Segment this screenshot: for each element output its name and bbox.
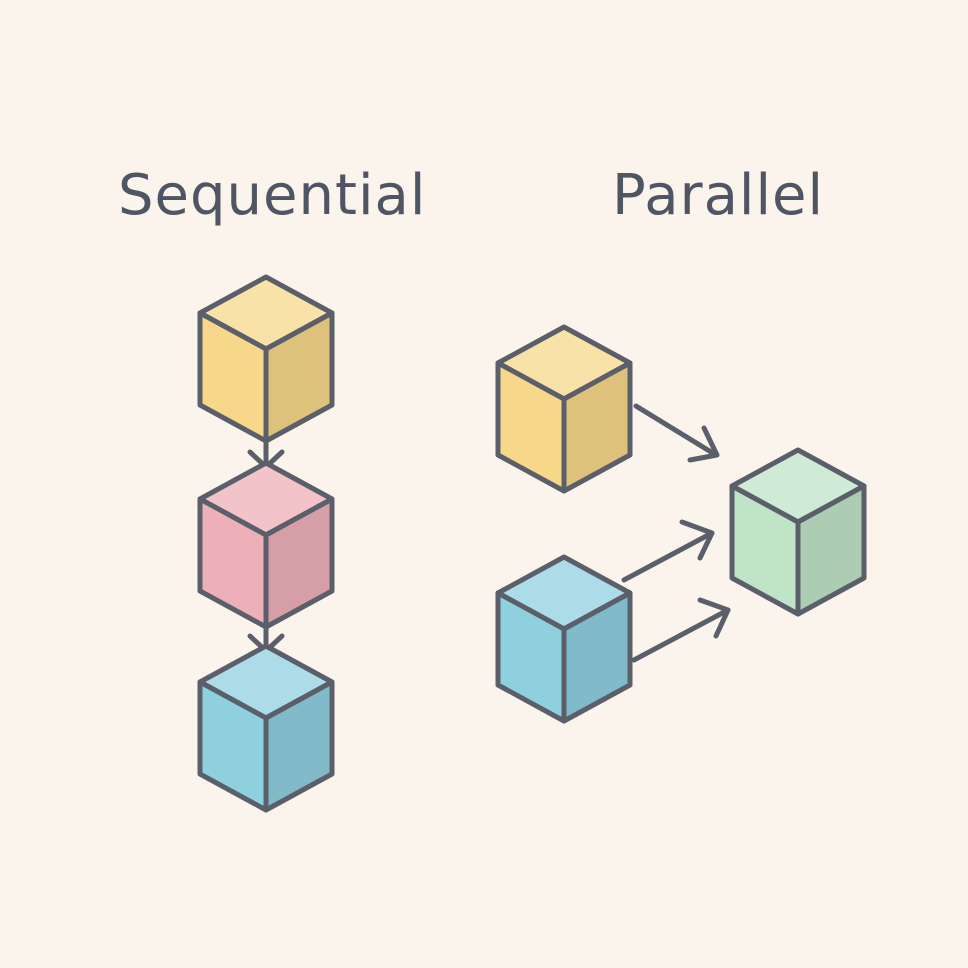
parallel-output-cube — [729, 447, 867, 617]
sequential-title: Sequential — [118, 163, 427, 228]
parallel-input-cube-1 — [495, 324, 633, 494]
sequential-cube-2-right-face — [263, 496, 335, 630]
sequential-cube-1 — [197, 274, 335, 444]
parallel-title: Parallel — [612, 163, 825, 228]
sequential-cube-3-right-face — [263, 679, 335, 813]
parallel-output-cube-right-face — [795, 483, 867, 617]
sequential-cube-3 — [197, 643, 335, 813]
parallel-input-cube-2-right-face — [561, 590, 633, 724]
parallel-arrow-top — [633, 403, 720, 463]
sequential-cube-2 — [197, 460, 335, 630]
parallel-arrow-middle — [621, 519, 715, 583]
parallel-arrow-bottom — [631, 597, 731, 663]
parallel-input-cube-2 — [495, 554, 633, 724]
sequential-cube-1-right-face — [263, 310, 335, 444]
parallel-input-cube-1-right-face — [561, 360, 633, 494]
cube-layer — [197, 274, 867, 813]
